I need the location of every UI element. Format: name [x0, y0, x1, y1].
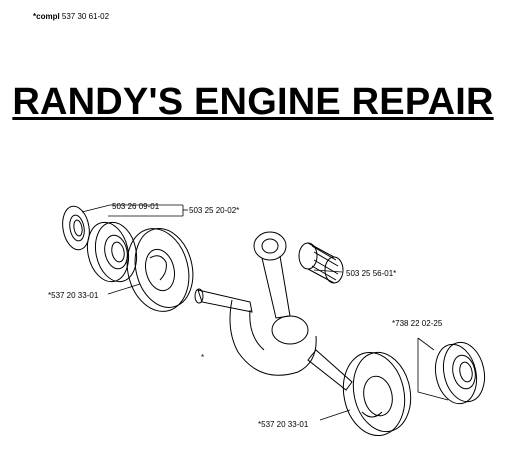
- crankshaft: [194, 288, 353, 391]
- assembly-number: *compl 537 30 61-02: [33, 12, 109, 21]
- left-ball-bearing: [86, 221, 138, 283]
- right-ball-bearing: [434, 341, 486, 405]
- connecting-rod: [253, 231, 291, 319]
- left-seal: [62, 205, 90, 251]
- callout-needle-bearing: 503 25 56-01*: [346, 269, 396, 278]
- callout-crankcase-left: *537 20 33-01: [48, 291, 99, 300]
- page-title: RANDY'S ENGINE REPAIR: [0, 82, 506, 122]
- callout-crankcase-right: *537 20 33-01: [258, 420, 309, 429]
- leader-lines: [81, 204, 449, 421]
- callout-crankshaft-marker: *: [201, 353, 204, 362]
- callout-bearing-left: 503 25 20-02*: [189, 206, 239, 215]
- title-text: RANDY'S ENGINE REPAIR: [12, 81, 494, 123]
- right-crankcase-half: [342, 351, 412, 437]
- compl-prefix: *compl: [33, 12, 60, 21]
- callout-seal-left: 503 26 09-01: [112, 202, 160, 211]
- left-crankcase-half: [126, 228, 194, 312]
- compl-number: 537 30 61-02: [61, 12, 110, 21]
- callout-bearing-right: *738 22 02-25: [392, 319, 443, 328]
- needle-bearing: [298, 242, 344, 284]
